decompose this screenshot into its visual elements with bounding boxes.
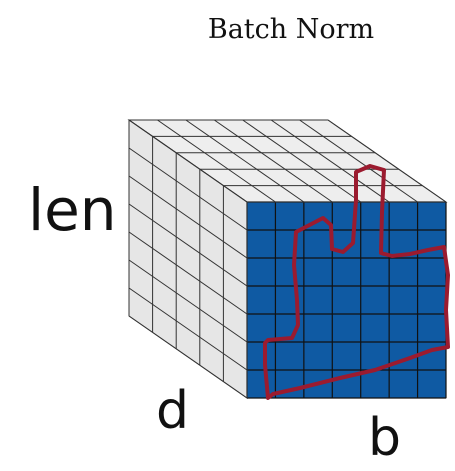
batch-norm-highlight-outline: [263, 164, 450, 400]
side-grid-depth-line: [128, 231, 248, 315]
top-grid-depth-line: [157, 119, 276, 203]
side-grid-depth-line: [128, 287, 248, 371]
side-grid-depth-line: [128, 147, 248, 231]
axis-label-b: b: [368, 408, 401, 468]
side-grid-depth-line: [128, 175, 248, 259]
axis-label-len: len: [28, 176, 117, 244]
cube-front-face: [246, 201, 447, 399]
axis-label-d: d: [156, 381, 189, 441]
top-grid-depth-line: [299, 119, 418, 203]
top-grid-depth-line: [214, 119, 333, 203]
cube: [127, 119, 448, 399]
top-grid-depth-line: [327, 119, 447, 203]
diagram-title: Batch Norm: [208, 14, 374, 45]
top-grid-depth-line: [185, 119, 305, 203]
side-grid-depth-line: [128, 119, 248, 203]
top-grid-depth-line: [270, 119, 390, 203]
side-grid-depth-line: [128, 315, 248, 399]
top-grid-depth-line: [242, 119, 361, 203]
cube-grid-lines: [128, 119, 447, 399]
side-grid-depth-line: [128, 203, 248, 287]
side-grid-depth-line: [128, 259, 248, 343]
